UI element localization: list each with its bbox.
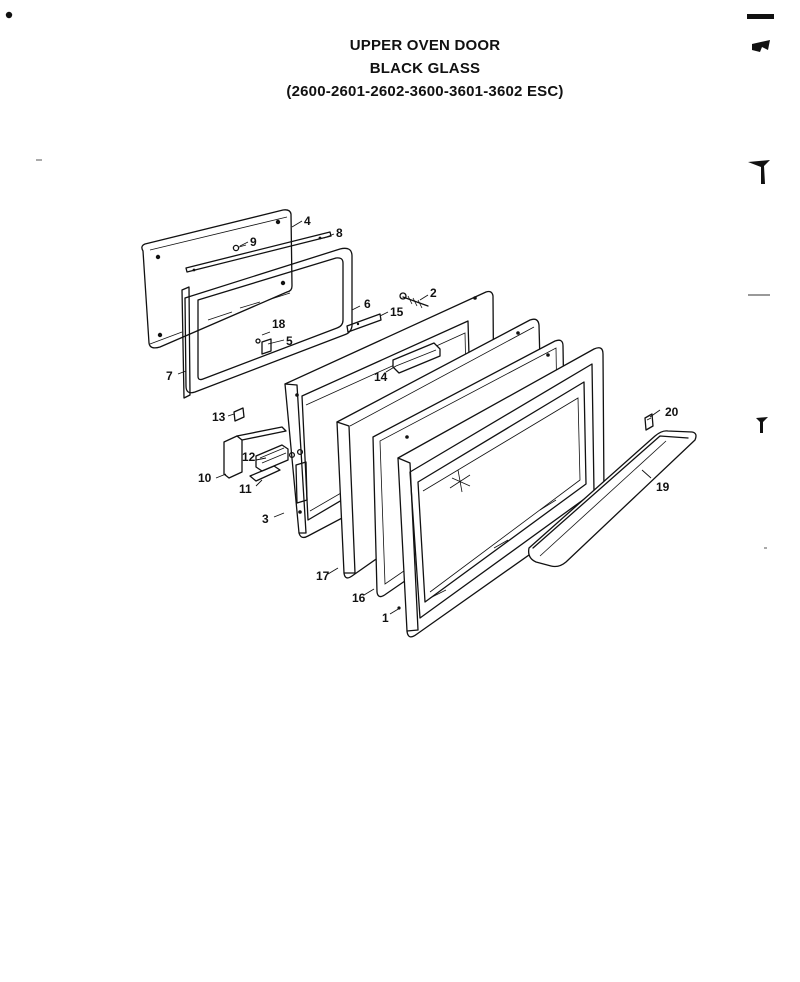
part-2-screw (399, 292, 429, 309)
callout-6: 6 (364, 297, 371, 311)
callout-11: 11 (239, 482, 252, 496)
callout-9: 9 (250, 235, 257, 249)
part-20-end-clip (644, 413, 654, 431)
part-14-handle-bracket (392, 342, 441, 374)
callout-15: 15 (390, 305, 404, 319)
callout-2: 2 (430, 286, 437, 300)
leader-lines (177, 220, 661, 615)
callout-5: 5 (286, 334, 293, 348)
part-5-clip (255, 338, 272, 355)
title-line-2: BLACK GLASS (369, 60, 481, 77)
callout-12: 12 (242, 450, 256, 464)
part-8-trim-strip (185, 231, 332, 273)
callout-labels: 4 8 9 2 6 15 18 5 7 14 13 20 12 10 19 11… (166, 214, 679, 625)
callout-18: 18 (272, 317, 286, 331)
diagram-title-block: UPPER OVEN DOOR BLACK GLASS (2600-2601-2… (215, 34, 635, 103)
callout-20: 20 (665, 405, 679, 419)
part-13-hinge-clip (233, 407, 245, 422)
title-line-3: (2600-2601-2602-3600-3601-3602 ESC) (286, 83, 564, 100)
part-12-hinge-arm (255, 444, 304, 472)
callout-8: 8 (336, 226, 343, 240)
callout-14: 14 (374, 370, 388, 384)
callout-1: 1 (382, 611, 389, 625)
part-1-outer-door-frame (397, 347, 605, 638)
callout-13: 13 (212, 410, 226, 424)
part-4-back-panel (141, 209, 293, 349)
title-line-1: UPPER OVEN DOOR (349, 37, 501, 54)
part-19-handle (528, 430, 697, 568)
callout-4: 4 (304, 214, 311, 228)
part-9-screw (232, 244, 247, 252)
callout-3: 3 (262, 512, 269, 526)
scan-marks (5, 11, 774, 549)
part-10-hinge-channel (223, 426, 287, 479)
callout-17: 17 (316, 569, 330, 583)
callout-7: 7 (166, 369, 173, 383)
callout-16: 16 (352, 591, 366, 605)
part-15-bracket (346, 313, 382, 333)
callout-19: 19 (656, 480, 670, 494)
callout-10: 10 (198, 471, 212, 485)
